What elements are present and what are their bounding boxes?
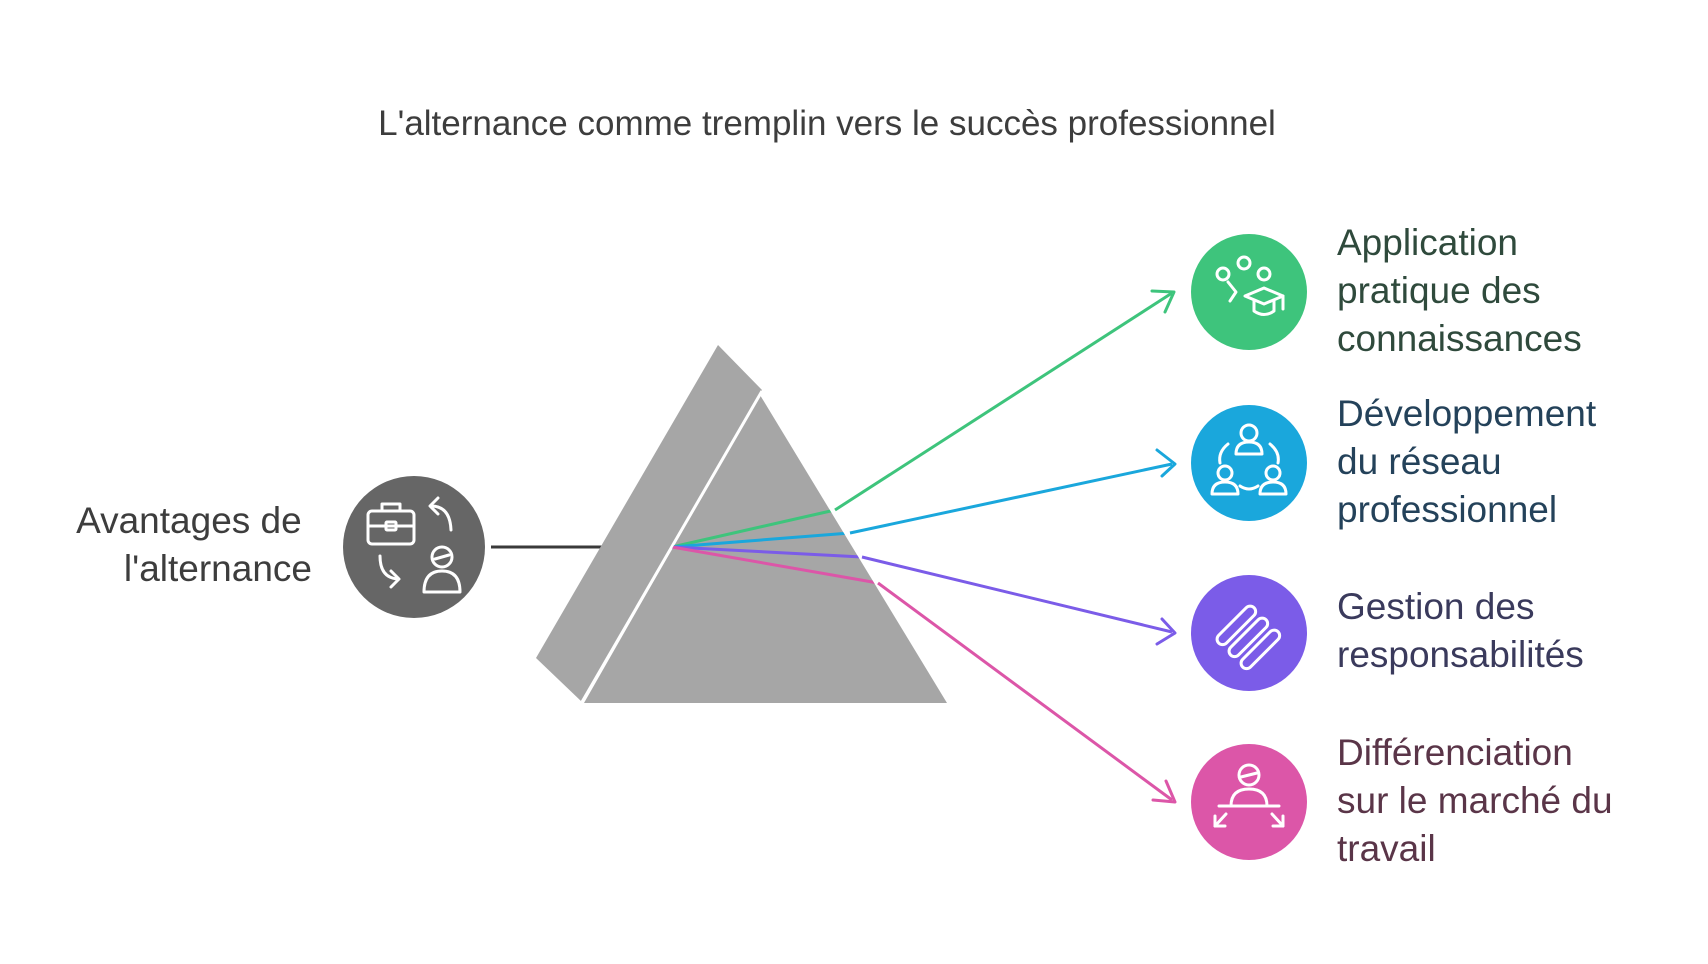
outcome-1-label: Application pratique des connaissances xyxy=(1337,222,1582,359)
ray-3-line xyxy=(861,555,1173,634)
prism-back-face xyxy=(536,345,762,702)
internal-ray-4 xyxy=(671,545,879,585)
ray-4-arrowhead xyxy=(1151,779,1177,804)
diagram-title: L'alternance comme tremplin vers le succ… xyxy=(378,104,1276,143)
outcome-3-label-line: responsabilités xyxy=(1337,634,1584,675)
outcome-1-label-line: Application xyxy=(1337,222,1518,263)
outcome-2-label: Développement du réseau professionnel xyxy=(1337,393,1606,530)
outcome-1-label-line: pratique des xyxy=(1337,270,1541,311)
network-people-icon xyxy=(1210,423,1288,496)
stacked-bars-icon xyxy=(1215,604,1282,671)
internal-ray-3 xyxy=(671,545,863,559)
outcome-4-label-line: Différenciation xyxy=(1337,732,1573,773)
outcome-3: Gestion des responsabilités xyxy=(1191,575,1584,691)
ray-1 xyxy=(834,289,1176,512)
ray-4 xyxy=(877,581,1177,804)
ray-1-line xyxy=(834,291,1173,512)
internal-ray-1 xyxy=(671,508,836,549)
source-label-line: l'alternance xyxy=(124,548,312,589)
outcome-2-label-line: professionnel xyxy=(1337,489,1557,530)
prism-edge-highlight xyxy=(580,390,764,703)
outcome-2-circle xyxy=(1191,405,1307,521)
briefcase-exchange-person-icon xyxy=(366,496,462,594)
ray-1-arrowhead xyxy=(1150,289,1176,314)
internal-rays xyxy=(671,508,879,585)
outcome-1: Application pratique des connaissances xyxy=(1191,222,1582,359)
ray-2-line xyxy=(849,462,1173,535)
outcome-3-label: Gestion des responsabilités xyxy=(1337,586,1584,675)
prism-front-face xyxy=(584,395,947,703)
outcome-4: Différenciation sur le marché du travail xyxy=(1191,732,1623,869)
prism xyxy=(536,345,947,703)
outcome-3-circle xyxy=(1191,575,1307,691)
source-node xyxy=(343,476,485,618)
ray-3-arrowhead xyxy=(1155,617,1177,646)
person-standout-icon xyxy=(1213,763,1285,828)
outcome-4-label-line: sur le marché du xyxy=(1337,780,1613,821)
ray-3 xyxy=(861,555,1177,646)
outcome-4-circle xyxy=(1191,744,1307,860)
ray-2-arrowhead xyxy=(1155,448,1177,478)
ray-2 xyxy=(849,448,1177,535)
internal-ray-2 xyxy=(671,531,851,549)
source-label-line: Avantages de xyxy=(76,500,302,541)
source-label: Avantages de l'alternance xyxy=(76,500,312,589)
outcome-3-label-line: Gestion des xyxy=(1337,586,1534,627)
outcome-2-label-line: du réseau xyxy=(1337,441,1502,482)
graduation-cap-ideas-icon xyxy=(1215,255,1285,316)
ray-4-line xyxy=(877,581,1173,802)
source-circle xyxy=(343,476,485,618)
outcome-2: Développement du réseau professionnel xyxy=(1191,393,1606,530)
outcome-2-label-line: Développement xyxy=(1337,393,1597,434)
outcome-4-label-line: travail xyxy=(1337,828,1436,869)
outcome-4-label: Différenciation sur le marché du travail xyxy=(1337,732,1623,869)
outcome-1-label-line: connaissances xyxy=(1337,318,1582,359)
outcome-1-circle xyxy=(1191,234,1307,350)
outgoing-rays xyxy=(834,289,1177,804)
